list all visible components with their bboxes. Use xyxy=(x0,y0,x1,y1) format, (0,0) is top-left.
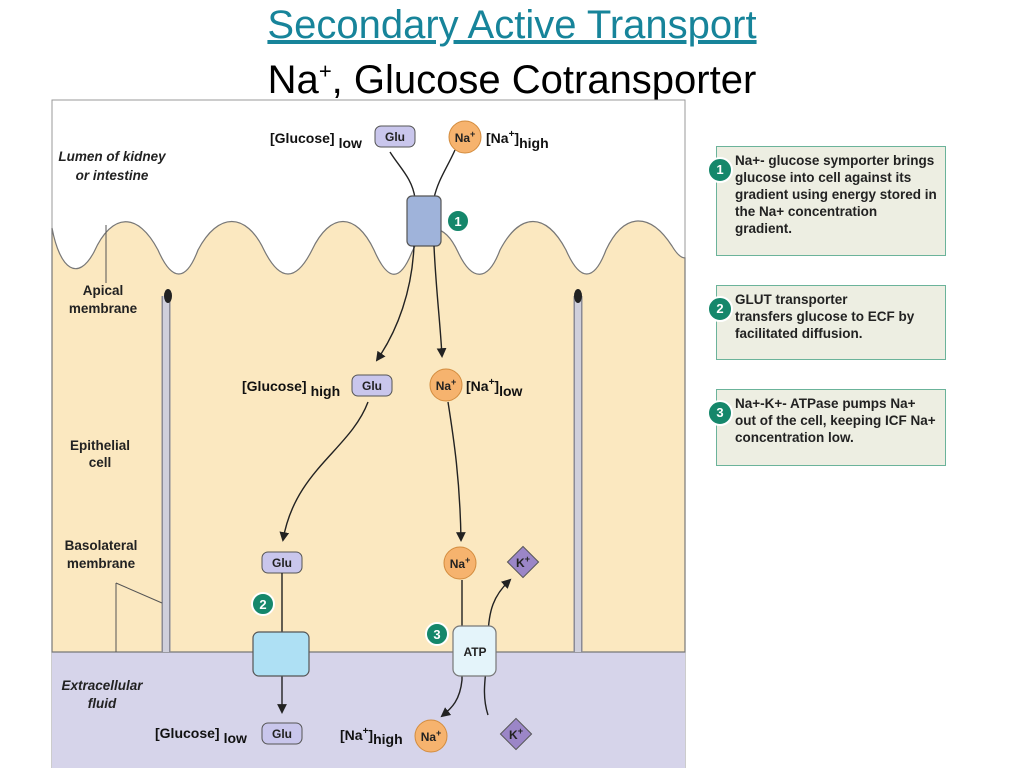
legend-step-3: 3 Na+-K+- ATPase pumps Na+ out of the ce… xyxy=(707,389,946,466)
ecf-label-1: Extracellular xyxy=(61,678,143,693)
subtitle-plus: + xyxy=(318,58,332,84)
basolateral-label-1: Basolateral xyxy=(65,538,138,553)
glu-text-basal: Glu xyxy=(272,556,292,570)
basolateral-callout-line xyxy=(115,582,163,652)
na-ion-ecf xyxy=(414,719,448,753)
glucose-entry-arrow xyxy=(375,245,415,362)
na-to-pump-arrow xyxy=(447,401,466,542)
basolateral-label-2: membrane xyxy=(67,556,136,571)
na-text-ecf: Na+ xyxy=(421,728,442,744)
slide-subtitle: Na+, Glucose Cotransporter xyxy=(0,56,1024,104)
legend-1-head: Na+- glucose symporter xyxy=(735,153,890,168)
legend-1-badge: 1 xyxy=(707,157,733,183)
lumen-label-1: Lumen of kidney xyxy=(58,149,167,164)
epithelial-label-1: Epithelial xyxy=(70,438,130,453)
legend-2-badge: 2 xyxy=(707,296,733,322)
lumen-glucose-conc: [Glucose]low xyxy=(270,130,362,151)
glucose-to-glut-arrow xyxy=(279,401,369,542)
epithelial-cell-layer xyxy=(51,220,686,653)
cell-na-conc: [Na+]low xyxy=(466,377,523,399)
ecf-na-conc: [Na+]high xyxy=(340,726,403,747)
na-text-basal: Na+ xyxy=(450,555,471,571)
apical-label-1: Apical xyxy=(83,283,124,298)
na-ion-cell xyxy=(429,368,463,402)
legend-3-head: Na+-K+- ATPase xyxy=(735,396,839,411)
subtitle-na: Na xyxy=(267,58,319,102)
extracellular-fluid-region xyxy=(52,652,685,768)
legend-2-body: transfers glucose to ECF by facilitated … xyxy=(735,309,915,341)
step-2-number: 2 xyxy=(259,597,266,612)
glu-pill-cell xyxy=(351,374,393,397)
na-entry-arrow xyxy=(433,245,447,358)
na-text-lumen: Na+ xyxy=(455,129,476,145)
k-ion-cell xyxy=(506,545,540,579)
step-1-badge xyxy=(446,209,470,233)
glut-transporter xyxy=(252,631,310,677)
na-exit-arrow xyxy=(440,580,463,718)
ecf-label-2: fluid xyxy=(88,696,117,711)
na-ion-lumen xyxy=(448,120,482,154)
glu-text-cell: Glu xyxy=(362,379,382,393)
subtitle-rest: , Glucose Cotransporter xyxy=(331,58,757,102)
legend-step-2: 2 GLUT transporter transfers glucose to … xyxy=(707,285,946,360)
step-2-badge xyxy=(251,592,275,616)
ecf-glucose-conc: [Glucose]low xyxy=(155,725,247,746)
na-k-atpase xyxy=(452,625,497,677)
lumen-label-2: or intestine xyxy=(76,168,149,183)
epithelial-label-2: cell xyxy=(89,455,112,470)
na-ion-basal xyxy=(443,546,477,580)
cell-glucose-conc: [Glucose]high xyxy=(242,378,340,399)
atp-text: ATP xyxy=(463,645,486,659)
step-3-number: 3 xyxy=(433,627,440,642)
glu-pill-ecf xyxy=(261,722,303,745)
glu-pill-lumen xyxy=(374,125,416,148)
legend-step-1: 1 Na+- glucose symporter brings glucose … xyxy=(707,146,946,256)
legend-2-head: GLUT transporter xyxy=(735,292,848,307)
lumen-na-conc: [Na+]high xyxy=(486,129,549,151)
legend-3-badge: 3 xyxy=(707,400,733,426)
na-glucose-symporter xyxy=(406,195,442,247)
legend-3-body: pumps Na+ out of the cell, keeping ICF N… xyxy=(735,396,936,445)
glu-text-lumen: Glu xyxy=(385,130,405,144)
step-3-badge xyxy=(425,622,449,646)
step-1-number: 1 xyxy=(454,214,461,229)
k-text-cell: K+ xyxy=(516,554,530,570)
na-text-cell: Na+ xyxy=(436,377,457,393)
glu-text-ecf: Glu xyxy=(272,727,292,741)
legend-1-body: brings glucose into cell against its gra… xyxy=(735,153,937,236)
slide-title[interactable]: Secondary Active Transport xyxy=(267,3,757,47)
tight-junction-left xyxy=(164,289,172,303)
k-ion-ecf xyxy=(499,717,533,751)
tight-junction-right xyxy=(574,289,582,303)
k-text-ecf: K+ xyxy=(509,726,523,742)
apical-label-2: membrane xyxy=(69,301,138,316)
